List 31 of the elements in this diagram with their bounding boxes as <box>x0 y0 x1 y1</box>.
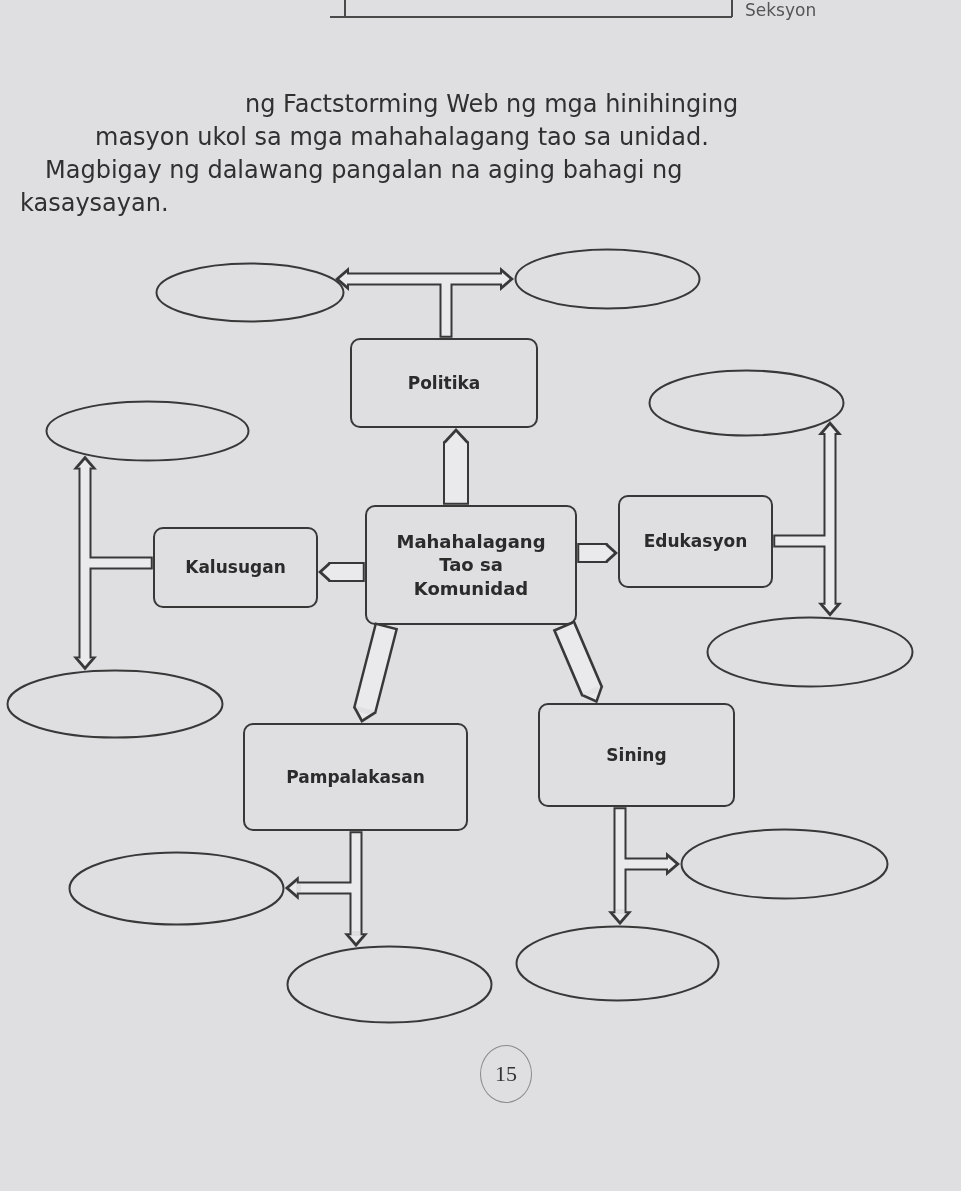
answer-oval <box>515 925 720 1002</box>
topic-label: Edukasyon <box>643 530 748 553</box>
topic-box <box>243 723 468 831</box>
block-arrow <box>443 428 469 505</box>
answer-oval <box>706 616 914 688</box>
answer-oval <box>6 669 224 739</box>
split-arrow <box>773 421 842 617</box>
topic-label: Politika <box>407 371 481 395</box>
topic-box <box>350 338 538 428</box>
topic-label: Sining <box>606 743 667 767</box>
topic-box <box>153 527 318 608</box>
block-arrow <box>577 543 618 563</box>
topic-box <box>538 703 735 807</box>
split-arrow <box>73 455 153 671</box>
answer-oval <box>514 248 701 310</box>
topic-label: Kalusugan <box>185 556 286 579</box>
split-arrow <box>284 831 368 948</box>
field-label: Seksyon <box>745 0 817 21</box>
answer-oval <box>68 851 285 926</box>
answer-oval <box>45 400 250 462</box>
answer-oval <box>648 369 845 437</box>
topic-label: Mahahalagang Tao sa Komunidad <box>395 529 547 601</box>
instruction-text: ng Factstorming Web ng mga hinihinging masyon ukol sa mga mahahalagang tao sa unidad. Magbigay ng dalawang pangalan na aging bahagi ng kasaysayan. <box>20 90 739 217</box>
topic-box <box>618 495 773 588</box>
answer-oval <box>155 262 345 323</box>
block-arrow <box>318 562 365 582</box>
answer-oval <box>286 945 493 1024</box>
central-topic-box <box>365 505 577 625</box>
topic-label: Pampalakasan <box>286 765 425 789</box>
answer-oval <box>680 828 889 900</box>
split-arrow <box>608 807 680 926</box>
